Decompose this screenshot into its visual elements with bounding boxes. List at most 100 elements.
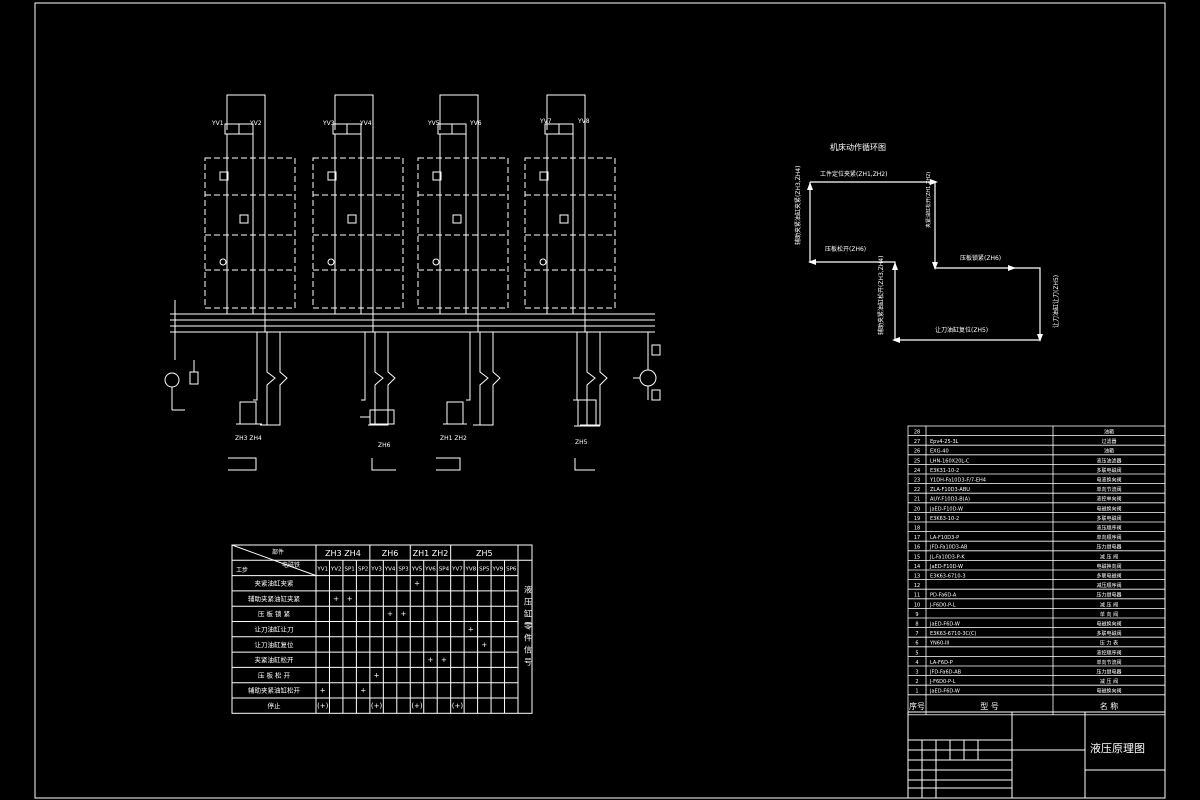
table-row-step: 让刀油缸复位: [255, 640, 295, 649]
station-label-3: ZH1 ZH2: [440, 435, 467, 442]
table-row-step: 辅助夹紧油缸夹紧: [248, 594, 301, 603]
parts-row-name: 多联电磁阀: [1096, 515, 1121, 522]
cycle-step-6: 辅助夹紧油缸松开(ZH3,ZH4): [877, 256, 885, 335]
parts-row-model: E3K31-10-2: [930, 468, 959, 474]
parts-row-name: 压 力 表: [1100, 640, 1118, 647]
parts-row-no: 7: [915, 631, 918, 637]
parts-footer-model: 型 号: [980, 702, 999, 711]
parts-row-name: 多联电磁阀: [1096, 467, 1121, 474]
station-label-4: ZH5: [575, 439, 588, 446]
table-mark: +: [387, 610, 393, 618]
parts-row-no: 25: [914, 458, 920, 464]
table-col-yv1: YV1: [316, 566, 328, 572]
parts-row-name: 多联电磁阀: [1096, 573, 1121, 580]
station-label-2: ZH6: [378, 442, 391, 449]
parts-row-name: 减 压 阀: [1100, 553, 1118, 560]
parts-row-no: 12: [914, 583, 920, 589]
parts-row-no: 23: [914, 478, 920, 484]
table-row-step: 压 板 松 开: [258, 670, 291, 679]
parts-row-no: 8: [915, 622, 918, 628]
parts-row-model: JaED-F10D-W: [929, 564, 963, 570]
cycle-step-3: 压板锁紧(ZH6): [960, 254, 1001, 262]
parts-row-no: 4: [915, 660, 918, 666]
cycle-step-8: 辅助夹紧油缸夹紧(ZH3,ZH4): [794, 166, 802, 245]
table-col-yv9: YV9: [491, 566, 503, 572]
table-mark: (+): [411, 702, 423, 710]
parts-row-name: 电磁换向阀: [1096, 621, 1121, 628]
title-block: [907, 711, 1166, 799]
parts-row-model: JFD-Fa6D-AB: [929, 670, 962, 676]
table-group-1: ZH3 ZH4: [325, 549, 361, 558]
parts-row-model: AUY-F10D3-B(A): [930, 497, 970, 503]
table-mark: (+): [452, 702, 464, 710]
parts-row-no: 6: [915, 641, 918, 647]
parts-row-model: LHN-160X20L-C: [930, 458, 970, 464]
table-mark: +: [320, 687, 326, 695]
cycle-step-7: 夹紧油缸松开(ZH1,ZH2): [925, 172, 932, 228]
cycle-step-1: 工件定位夹紧(ZH1,ZH2): [820, 170, 887, 178]
table-mark: +: [333, 595, 339, 603]
parts-row-name: 电磁换向阀: [1096, 563, 1121, 570]
table-mark: +: [414, 580, 420, 588]
parts-row-model: J-F6D0-P-L: [929, 602, 956, 608]
parts-row-no: 21: [914, 497, 920, 503]
parts-row-name: 压力继电器: [1096, 592, 1121, 599]
station-label-1: ZH3 ZH4: [235, 435, 262, 442]
valve-label-yv7: YV7: [539, 118, 552, 125]
parts-row-name: 液控顺序阀: [1096, 649, 1121, 656]
cylinders: [228, 399, 600, 471]
sheet-border: [34, 2, 1166, 799]
cycle-step-2: 压板松开(ZH6): [825, 245, 866, 253]
cycle-step-4: 让刀油缸让刀(ZH5): [1052, 275, 1060, 328]
table-col-sp1: SP1: [345, 566, 355, 572]
table-header-parts: 部件: [272, 548, 284, 556]
valve-label-yv8: YV8: [577, 118, 590, 125]
table-row-step: 让刀油缸让刀: [255, 625, 294, 634]
parts-row-no: 20: [914, 506, 920, 512]
parts-row-name: 单向顺序阀: [1096, 534, 1121, 541]
parts-row-no: 2: [915, 679, 918, 685]
parts-row-model: Epv4-25-3L: [930, 439, 959, 445]
parts-row-model: ZLA-F10D3-ABU: [930, 487, 970, 493]
parts-footer-name: 名 称: [1100, 701, 1119, 711]
parts-row-no: 18: [914, 526, 920, 532]
parts-row-no: 24: [914, 468, 920, 474]
parts-row-model: JaED-F6D-W: [929, 622, 960, 628]
valve-label-yv2: YV2: [249, 120, 262, 127]
table-mark: +: [428, 656, 434, 664]
parts-row-model: LA-F6D-P: [930, 660, 953, 666]
parts-row-no: 27: [914, 439, 920, 445]
parts-row-no: 15: [914, 554, 920, 560]
table-group-2: ZH6: [382, 549, 399, 558]
parts-row-model: Y1DH-Fa10D3-F/7-EH4: [929, 478, 986, 484]
table-group-3: ZH1 ZH2: [413, 549, 449, 558]
parts-row-name: 压力继电器: [1096, 544, 1121, 551]
parts-row-model: YN60-III: [929, 641, 949, 647]
parts-row-no: 14: [914, 564, 920, 570]
table-mark: (+): [371, 702, 383, 710]
table-col-yv8: YV8: [465, 566, 477, 572]
parts-footer-no: 序号: [909, 701, 925, 711]
valve-label-yv1: YV1: [211, 120, 224, 127]
parts-row-no: 28: [914, 430, 920, 436]
table-col-yv3: YV3: [370, 566, 382, 572]
table-mark: +: [441, 656, 447, 664]
parts-row-no: 16: [914, 545, 920, 551]
parts-row-no: 5: [915, 650, 918, 656]
parts-row-name: 减 压 阀: [1100, 601, 1118, 608]
table-header-elec: 电磁铁: [282, 561, 300, 569]
table-col-sp5: SP5: [479, 566, 490, 572]
parts-row-name: 单向节流阀: [1096, 659, 1121, 666]
table-col-yv4: YV4: [384, 566, 396, 572]
parts-row-name: 过滤器: [1101, 438, 1116, 445]
parts-row-model: E3K63-6710-3: [930, 574, 966, 580]
valve-label-yv6: YV6: [469, 120, 482, 127]
parts-row-model: JL-Fa10D3-P-K: [929, 554, 965, 560]
parts-row-model: JaED-F6D-W: [929, 689, 960, 695]
parts-row-name: 单 向 阀: [1100, 611, 1118, 618]
parts-row-name: 油箱: [1104, 448, 1114, 455]
valve-label-yv5: YV5: [427, 120, 440, 127]
parts-row-no: 19: [914, 516, 920, 522]
